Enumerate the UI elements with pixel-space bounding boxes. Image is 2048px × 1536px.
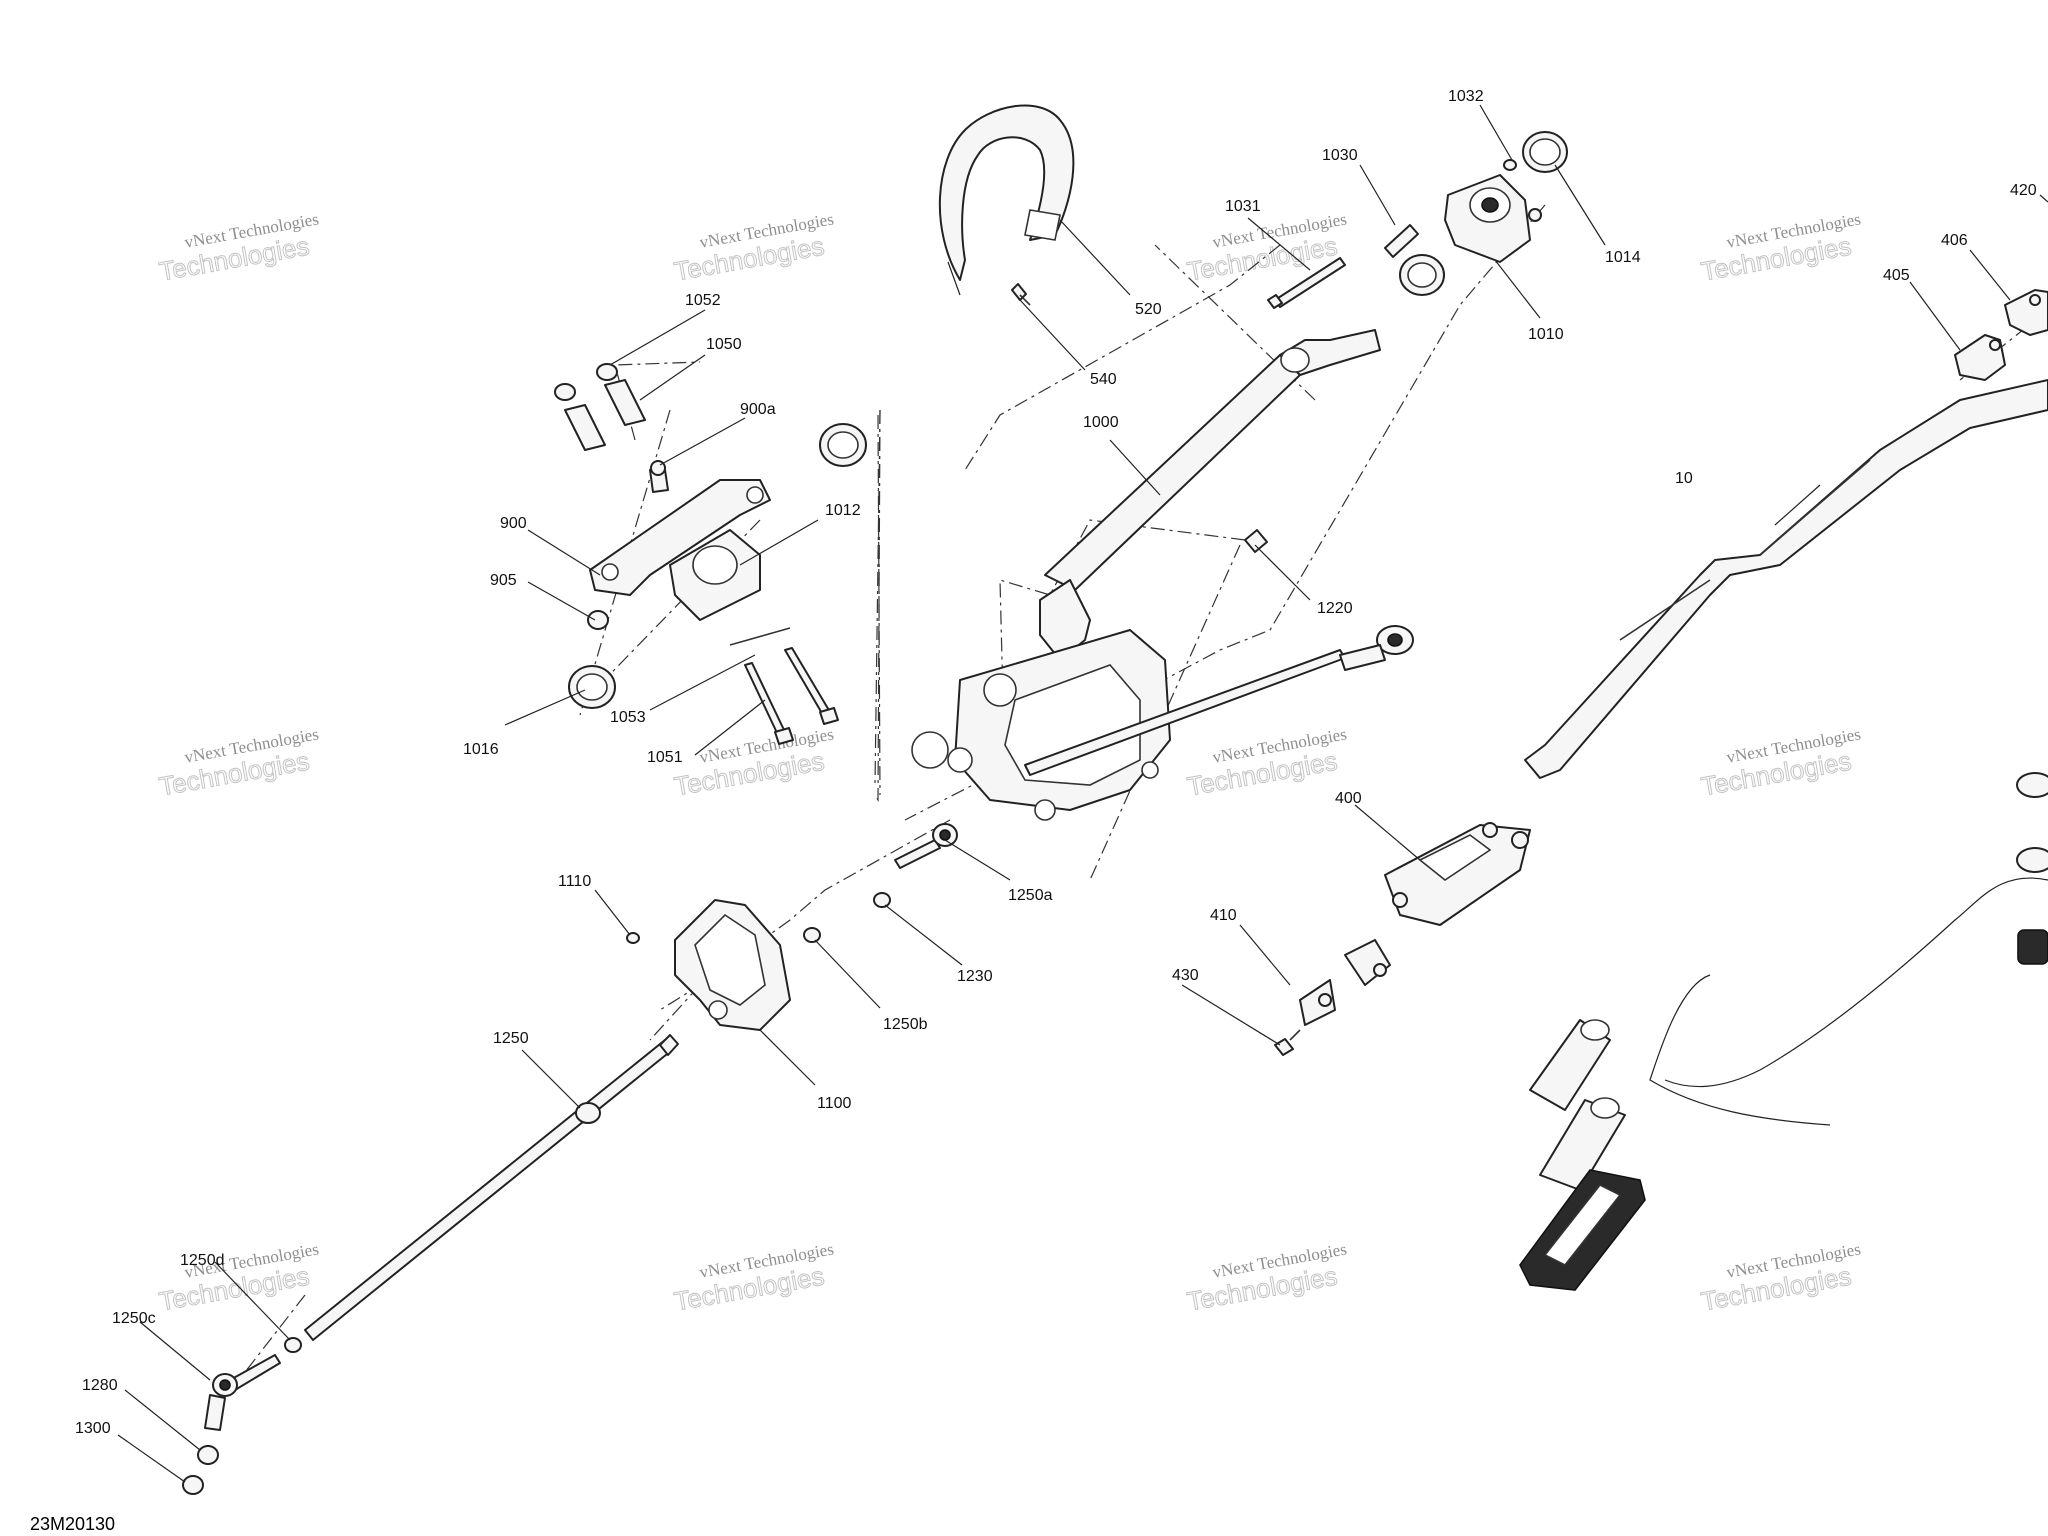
callout-400: 400 [1335,790,1362,807]
watermark: vNext Technologies Technologies [671,209,835,287]
watermark: vNext Technologies Technologies [1698,1239,1862,1317]
callout-410: 410 [1210,907,1237,924]
watermark: vNext Technologies Technologies [671,1239,835,1317]
pin-1032-part [1503,159,1517,171]
callout-1031: 1031 [1225,198,1261,215]
clamp-1010-part [1444,174,1542,263]
clamp-405-part [1954,334,2006,381]
ring-1014-part [1522,131,1568,173]
clamp-406-part [2004,289,2048,336]
nut-905-part [587,610,609,630]
handlebar-part [1524,379,2048,779]
pin-1030-part [1384,224,1419,258]
callout-1220: 1220 [1317,600,1353,617]
callout-420: 420 [2010,182,2037,199]
watermark: vNext Technologies Technologies [1698,724,1862,802]
callout-540: 540 [1090,371,1117,388]
callout-1016: 1016 [463,741,499,758]
callout-10: 10 [1675,470,1693,487]
assembly-bracket-line [877,414,881,796]
watermark: vNext Technologies Technologies [156,1239,320,1317]
watermark: vNext Technologies Technologies [1184,1239,1348,1317]
callout-1250c: 1250c [112,1310,156,1327]
steering-shaft-part [304,1034,679,1341]
callout-430: 430 [1172,967,1199,984]
nut-1300-part [182,1475,204,1495]
callout-405: 405 [1883,267,1910,284]
callout-1250d: 1250d [180,1252,225,1269]
callout-1110: 1110 [558,873,591,890]
screw-430-part [1274,1029,1301,1056]
ring-1250b-part [803,927,821,943]
watermark: vNext Technologies Technologies [156,209,320,287]
ball-joint-1250c-part [204,1354,281,1431]
bolt-1220-part [1244,529,1268,553]
nut-1280-part [197,1445,219,1465]
steering-column-part [1039,329,1381,661]
callout-1280: 1280 [82,1377,118,1394]
screw-540-part [1011,283,1031,306]
callout-labels: 10 400 405 406 410 420 430 520 540 900 9… [75,88,2037,1437]
leader-lines [117,104,2048,1483]
callout-520: 520 [1135,301,1162,318]
grip-tube-upper-part [1529,1019,1611,1111]
spacers-1050-part [554,363,646,451]
assembly-axes [234,204,2048,1386]
ring-1250d-part [284,1337,302,1353]
ring-upper-part [1399,254,1445,296]
callout-1300: 1300 [75,1420,111,1437]
bearing-block-1012-part [669,529,761,621]
grip-tube-lower-part [1539,1097,1626,1191]
hand-grip-part [1519,1169,1646,1291]
callout-1100: 1100 [817,1095,852,1112]
callout-1250a: 1250a [1008,887,1053,904]
watermark: vNext Technologies Technologies [156,724,320,802]
clamp-base-400-part [1384,822,1531,926]
column-base-housing-part [911,629,1171,821]
callout-1030: 1030 [1322,147,1358,164]
throttle-accessories-part [1649,772,2048,1126]
ring-1016-part [568,665,616,709]
washer-1053-part [729,627,791,646]
ring-left-upper-part [819,423,867,467]
screw-1110-part [626,932,640,944]
bracket-900-part [589,479,771,596]
callout-1053: 1053 [610,709,646,726]
callout-1250b: 1250b [883,1016,928,1033]
callout-1014: 1014 [1605,249,1641,266]
watermark: vNext Technologies Technologies [671,724,835,802]
callout-1052: 1052 [685,292,721,309]
callout-406: 406 [1941,232,1968,249]
callout-1051: 1051 [647,749,683,766]
callout-900: 900 [500,515,527,532]
callout-900a: 900a [740,401,776,418]
cover-1100-part [674,899,791,1031]
callout-1032: 1032 [1448,88,1484,105]
nut-1230-part [873,892,891,908]
callout-1230: 1230 [957,968,993,985]
tie-rod-part [1024,625,1414,776]
stud-900a-part [649,460,669,493]
callout-1012: 1012 [825,502,861,519]
bolts-1051-part [744,647,839,745]
watermark: vNext Technologies Technologies [1698,209,1862,287]
parts [182,104,2048,1495]
callout-1050: 1050 [706,336,742,353]
callout-1010: 1010 [1528,326,1564,343]
ball-joint-1250a-part [894,823,958,869]
diagram-code: 23M20130 [30,1514,115,1534]
cap-410-part [1299,939,1391,1026]
callout-905: 905 [490,572,517,589]
callout-1250: 1250 [493,1030,529,1047]
callout-1000: 1000 [1083,414,1119,431]
watermark: vNext Technologies Technologies [1184,724,1348,802]
bolt-1031-part [1267,257,1346,309]
grab-handle-part [938,104,1075,296]
